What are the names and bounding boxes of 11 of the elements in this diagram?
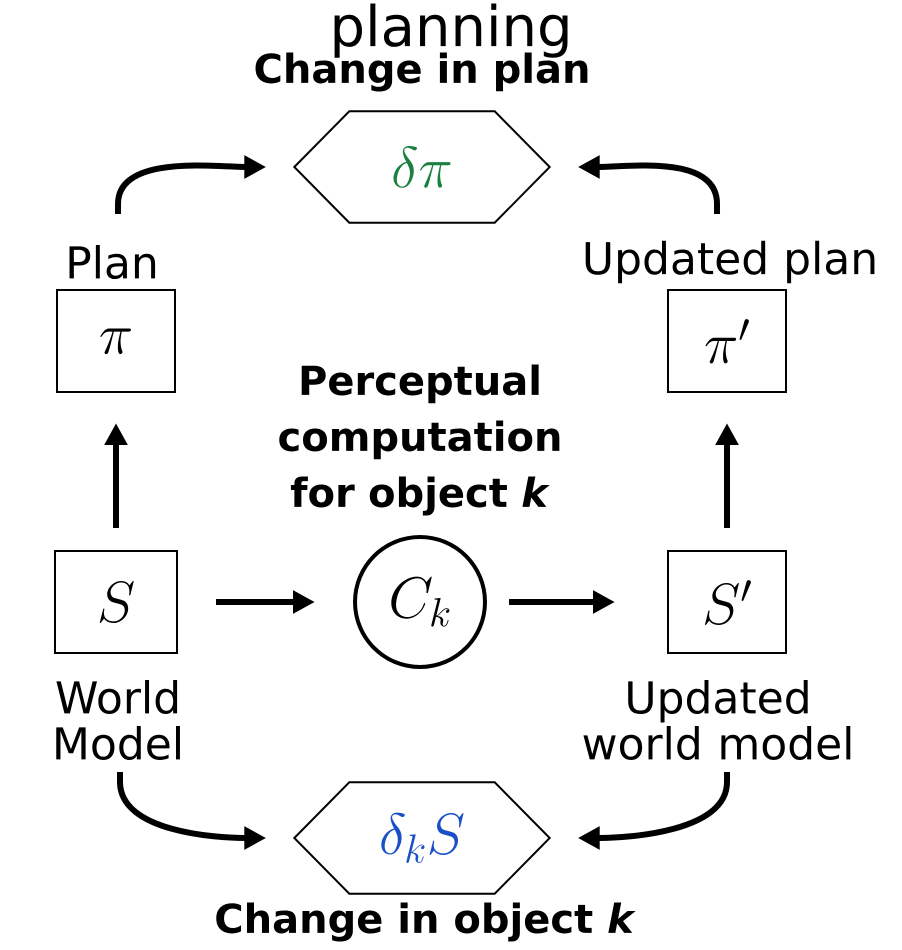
node-label: Updated world model xyxy=(583,680,850,760)
node-label: World Model xyxy=(56,680,180,760)
node-label: Updated plan xyxy=(586,240,874,284)
symbol-box: $S$ World Model xyxy=(54,550,180,760)
node-label: Plan xyxy=(70,244,156,280)
node-label: Perceptual computation for object k xyxy=(279,364,560,516)
symbol-box: $S'$ Updated world model xyxy=(583,550,850,760)
symbol-box: Updated plan $\pi'$ xyxy=(586,240,874,393)
symbol-box: Plan $\pi$ xyxy=(56,244,176,393)
change-hexagon: $\delta_k S$ Change in object k xyxy=(216,781,636,942)
node-label: Change in object k xyxy=(216,902,636,942)
